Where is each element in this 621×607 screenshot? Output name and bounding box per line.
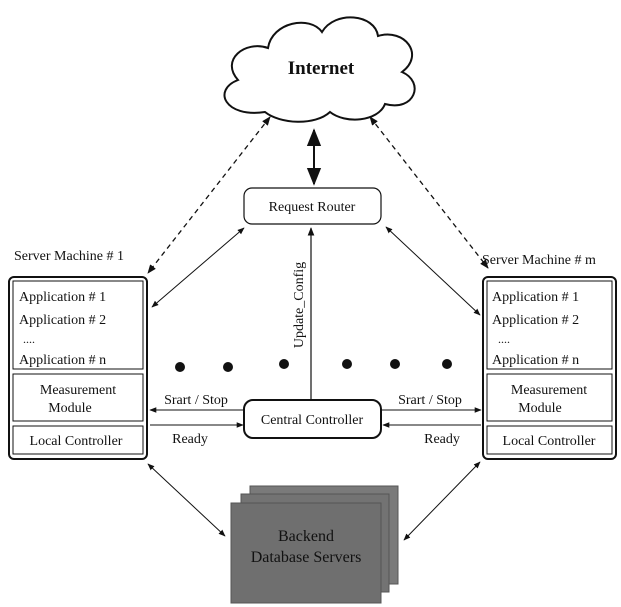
central-controller: Central Controller <box>243 399 382 439</box>
server-left-measurement-line2: Module <box>48 401 92 416</box>
server-left-app-ellipsis: .... <box>23 332 35 346</box>
backend-label-line2: Database Servers <box>251 549 362 566</box>
arrow-server-right-backend <box>403 461 481 541</box>
server-left-measurement-line1: Measurement <box>40 383 116 398</box>
arrow-router-server-right <box>385 226 481 316</box>
server-right-measurement-line2: Module <box>518 401 562 416</box>
arrow-internet-server-right <box>369 116 489 269</box>
connectors <box>147 116 489 541</box>
server-right-app-n: Application # n <box>492 353 579 368</box>
server-left-title: Server Machine # 1 <box>14 249 124 264</box>
server-right-measurement-line1: Measurement <box>511 383 587 398</box>
server-right-local-controller: Local Controller <box>503 434 596 449</box>
server-left-app-1: Application # 1 <box>19 290 106 305</box>
server-right-app-1: Application # 1 <box>492 290 579 305</box>
server-machine-left: Application # 1 Application # 2 .... App… <box>8 276 148 460</box>
server-machine-right: Application # 1 Application # 2 .... App… <box>482 276 617 460</box>
server-right-title: Server Machine # m <box>482 253 596 268</box>
server-left-app-2: Application # 2 <box>19 313 106 328</box>
arrow-server-left-backend <box>147 463 226 537</box>
internet-cloud: Internet <box>223 16 416 123</box>
internet-label: Internet <box>288 58 355 79</box>
label-ready-right: Ready <box>424 432 460 447</box>
label-update-config: Update_Config <box>292 262 307 348</box>
more-servers-dots <box>175 359 452 372</box>
server-left-local-controller: Local Controller <box>30 434 123 449</box>
request-router-label: Request Router <box>269 200 356 215</box>
central-controller-label: Central Controller <box>261 413 364 428</box>
server-left-app-n: Application # n <box>19 353 106 368</box>
request-router: Request Router <box>243 187 382 225</box>
label-ready-left: Ready <box>172 432 208 447</box>
backend-database-servers: Backend Database Servers <box>230 485 399 604</box>
server-right-app-ellipsis: .... <box>498 332 510 346</box>
label-start-stop-left: Srart / Stop <box>164 393 228 408</box>
backend-label-line1: Backend <box>278 528 334 545</box>
label-start-stop-right: Srart / Stop <box>398 393 462 408</box>
arrow-router-server-left <box>151 227 245 308</box>
server-right-app-2: Application # 2 <box>492 313 579 328</box>
